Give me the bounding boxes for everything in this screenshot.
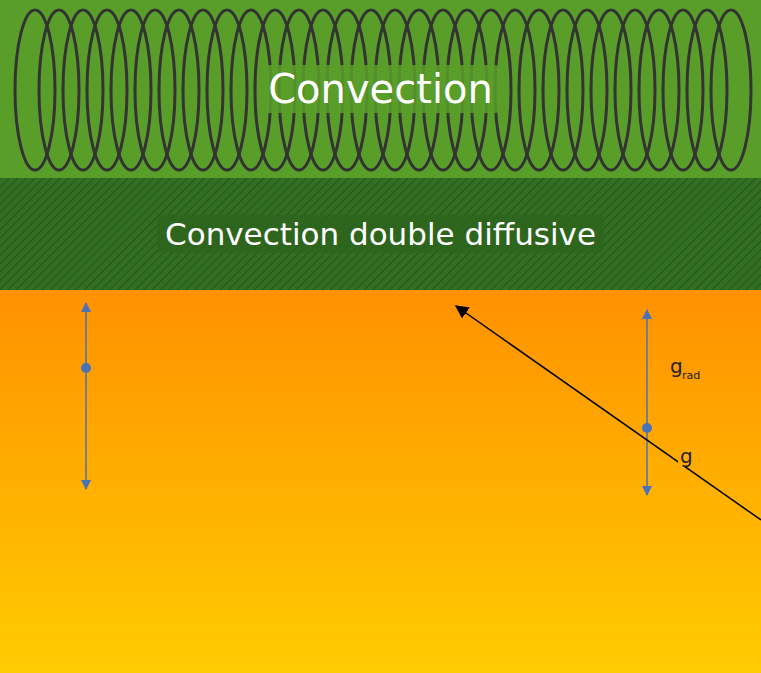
oscillation-right xyxy=(642,310,652,495)
convection-band: Convection xyxy=(0,0,761,178)
oscillation-left xyxy=(81,303,91,489)
hatched-ground xyxy=(0,178,761,290)
band-label: Convection xyxy=(260,65,501,113)
double-diffusive-band: Convection double diffusive xyxy=(0,178,761,290)
radiative-ground xyxy=(0,290,761,673)
pointer-arrow xyxy=(456,306,761,520)
band-label: Convection double diffusive xyxy=(157,215,604,253)
vector-symbol: g xyxy=(678,446,695,466)
vector-subscript: rad xyxy=(680,370,702,381)
convection-ground xyxy=(0,0,761,178)
convection-coils xyxy=(15,10,751,170)
